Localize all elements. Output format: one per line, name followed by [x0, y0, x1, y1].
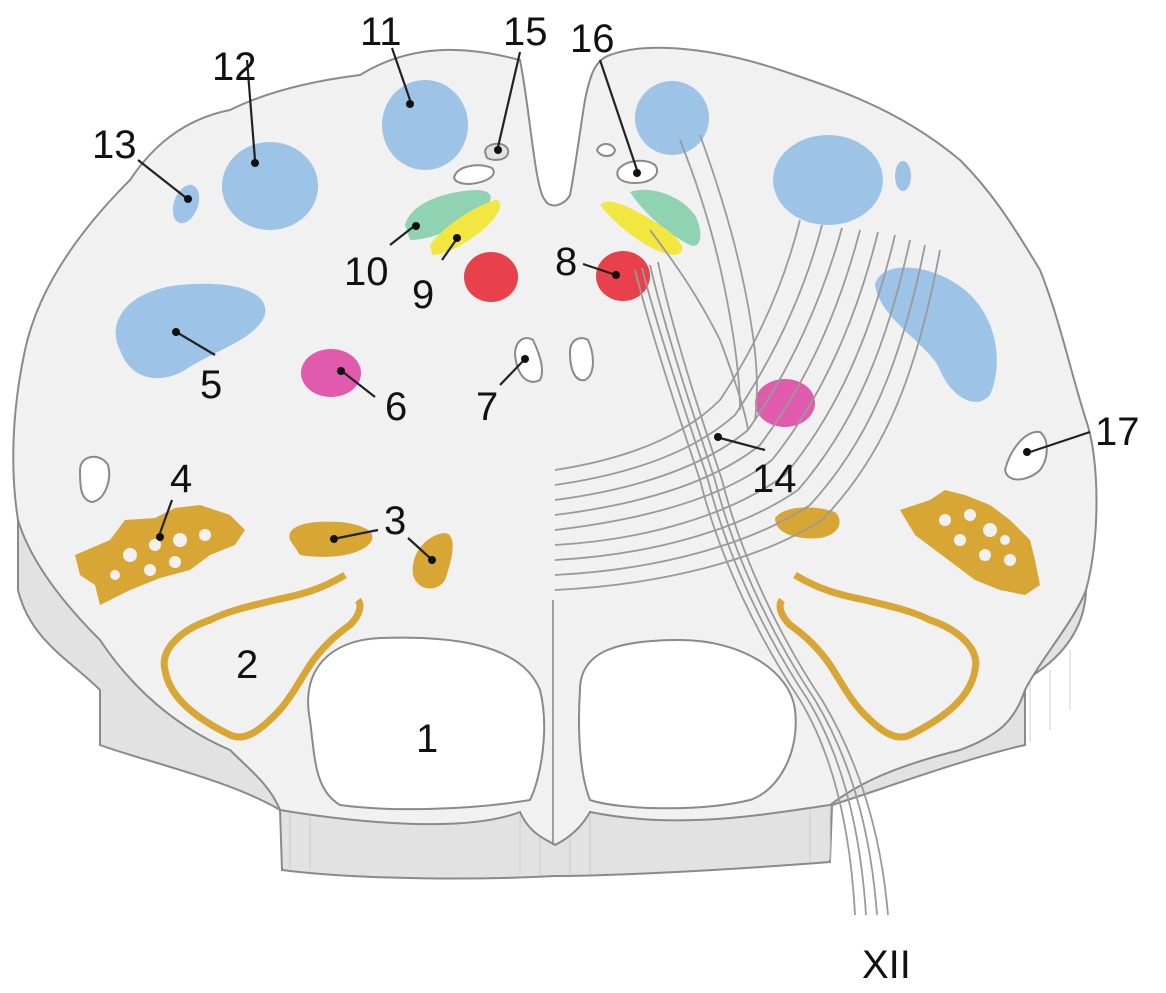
- lateral-hole-left: [78, 455, 111, 504]
- reticular-nucleus-right: [900, 490, 1040, 595]
- blue-nucleus-5-left: [115, 283, 266, 379]
- depth-hatching: [289, 650, 1071, 875]
- magenta-nucleus-6-left: [301, 349, 361, 397]
- magenta-nucleus-6-right: [755, 379, 815, 427]
- green-nucleus-10-left: [405, 190, 491, 240]
- label-14: 14: [752, 457, 797, 501]
- blue-nucleus-12-right: [773, 135, 883, 225]
- label-13: 13: [92, 123, 137, 167]
- label-16: 16: [570, 17, 615, 61]
- label-4: 4: [170, 457, 192, 501]
- pyramid-right: [578, 638, 797, 810]
- blue-nucleus-13-right: [895, 161, 911, 191]
- label-1: 1: [416, 717, 438, 761]
- blue-nucleus-11-right: [635, 81, 709, 155]
- blue-nucleus-12-left: [222, 142, 318, 230]
- green-nucleus-10-right: [630, 189, 701, 246]
- label-15: 15: [503, 10, 548, 54]
- label-xii: XII: [862, 943, 911, 987]
- pyramid-left: [307, 636, 546, 811]
- red-nucleus-8-right: [596, 251, 650, 301]
- medulla-surface: [12, 46, 1098, 847]
- label-7: 7: [476, 385, 498, 429]
- inferior-olive-left: [160, 571, 364, 741]
- yellow-nucleus-9-left: [430, 200, 501, 255]
- inferior-olive-right: [776, 571, 980, 741]
- label-10: 10: [344, 250, 389, 294]
- hole-7-right: [568, 337, 594, 382]
- blue-nucleus-5-right: [875, 267, 997, 402]
- accessory-olive-right: [775, 507, 840, 539]
- label-2: 2: [236, 643, 258, 687]
- hole-16-left: [453, 164, 495, 186]
- hole-small-right: [595, 143, 617, 157]
- label-8: 8: [555, 240, 577, 284]
- reticular-holes-right: [939, 509, 1016, 566]
- reticular-holes-left: [110, 529, 211, 580]
- label-17: 17: [1095, 410, 1140, 454]
- label-11: 11: [360, 10, 402, 54]
- blue-nucleus-13-left: [172, 184, 200, 224]
- label-9: 9: [412, 273, 434, 317]
- red-nucleus-8-left: [464, 252, 518, 302]
- label-3: 3: [384, 499, 406, 543]
- yellow-nucleus-9-right: [600, 201, 683, 255]
- label-5: 5: [200, 363, 222, 407]
- label-leaders: [137, 47, 1091, 564]
- hypoglossal-fibers: [554, 134, 941, 916]
- label-6: 6: [385, 385, 407, 429]
- label-12: 12: [212, 45, 257, 89]
- blue-nucleus-11-left: [382, 80, 468, 170]
